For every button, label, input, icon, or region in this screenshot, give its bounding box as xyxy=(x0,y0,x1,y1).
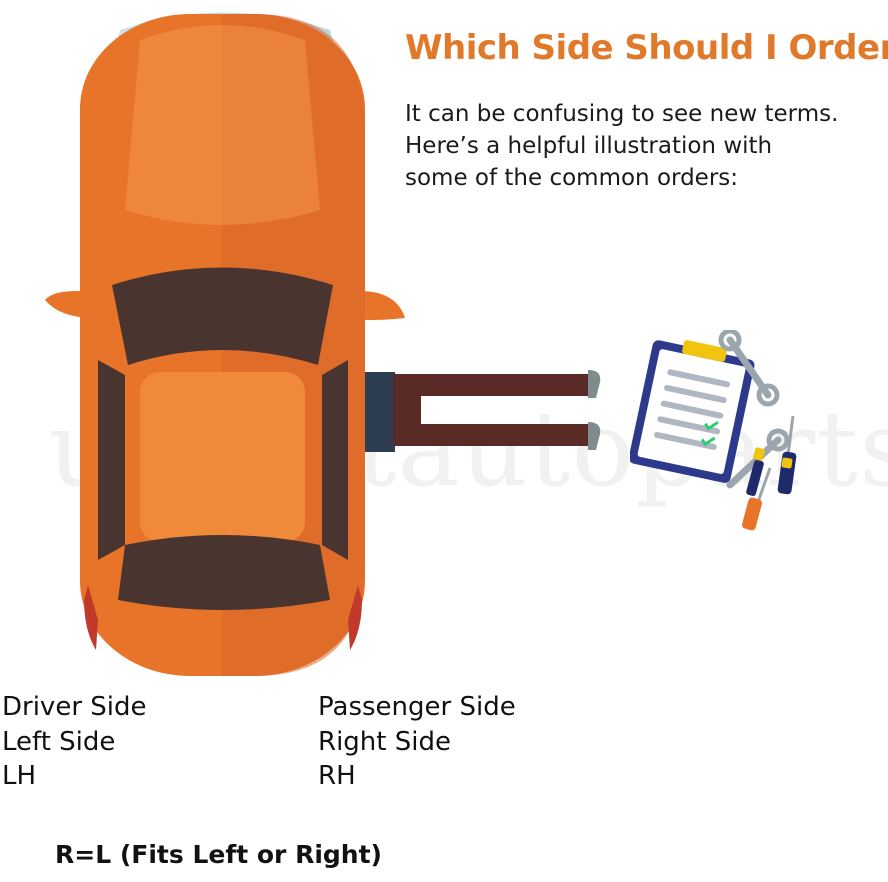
fits-left-or-right-note: R=L (Fits Left or Right) xyxy=(55,840,382,869)
car-top-view-icon xyxy=(45,12,601,676)
clipboard-clip xyxy=(682,340,727,362)
passenger-side-labels: Passenger Side Right Side RH xyxy=(318,690,516,794)
clipboard-tools-icon xyxy=(630,330,797,531)
rh-label: RH xyxy=(318,761,356,791)
passenger-side-label: Passenger Side xyxy=(318,692,516,722)
screwdriver-icon xyxy=(741,415,797,531)
mechanic-leg-bottom xyxy=(393,424,588,446)
driver-side-label: Driver Side xyxy=(2,692,147,722)
roof xyxy=(140,372,305,542)
mechanic-shoe-bottom xyxy=(588,422,601,450)
mechanic-torso xyxy=(365,372,395,452)
intro-line: Here’s a helpful illustration with xyxy=(405,133,773,159)
windshield xyxy=(112,267,333,365)
mechanic-leg-top xyxy=(393,374,588,396)
intro-line: It can be confusing to see new terms. xyxy=(405,101,839,127)
right-side-label: Right Side xyxy=(318,726,451,757)
driver-side-labels: Driver Side Left Side LH xyxy=(2,690,147,794)
right-tail-light xyxy=(348,585,362,650)
intro-text: It can be confusing to see new terms. He… xyxy=(405,98,875,194)
mechanic-hips xyxy=(393,374,421,446)
intro-line: some of the common orders: xyxy=(405,165,739,191)
mechanic-shoe-top xyxy=(588,370,601,398)
page-title: Which Side Should I Order? xyxy=(405,28,888,68)
rear-window xyxy=(118,535,330,610)
hood-highlight xyxy=(125,25,320,225)
left-tail-light xyxy=(84,585,98,650)
right-windows xyxy=(322,360,348,560)
left-side-label: Left Side xyxy=(2,726,116,757)
left-windows xyxy=(98,360,125,560)
lh-label: LH xyxy=(2,761,37,791)
